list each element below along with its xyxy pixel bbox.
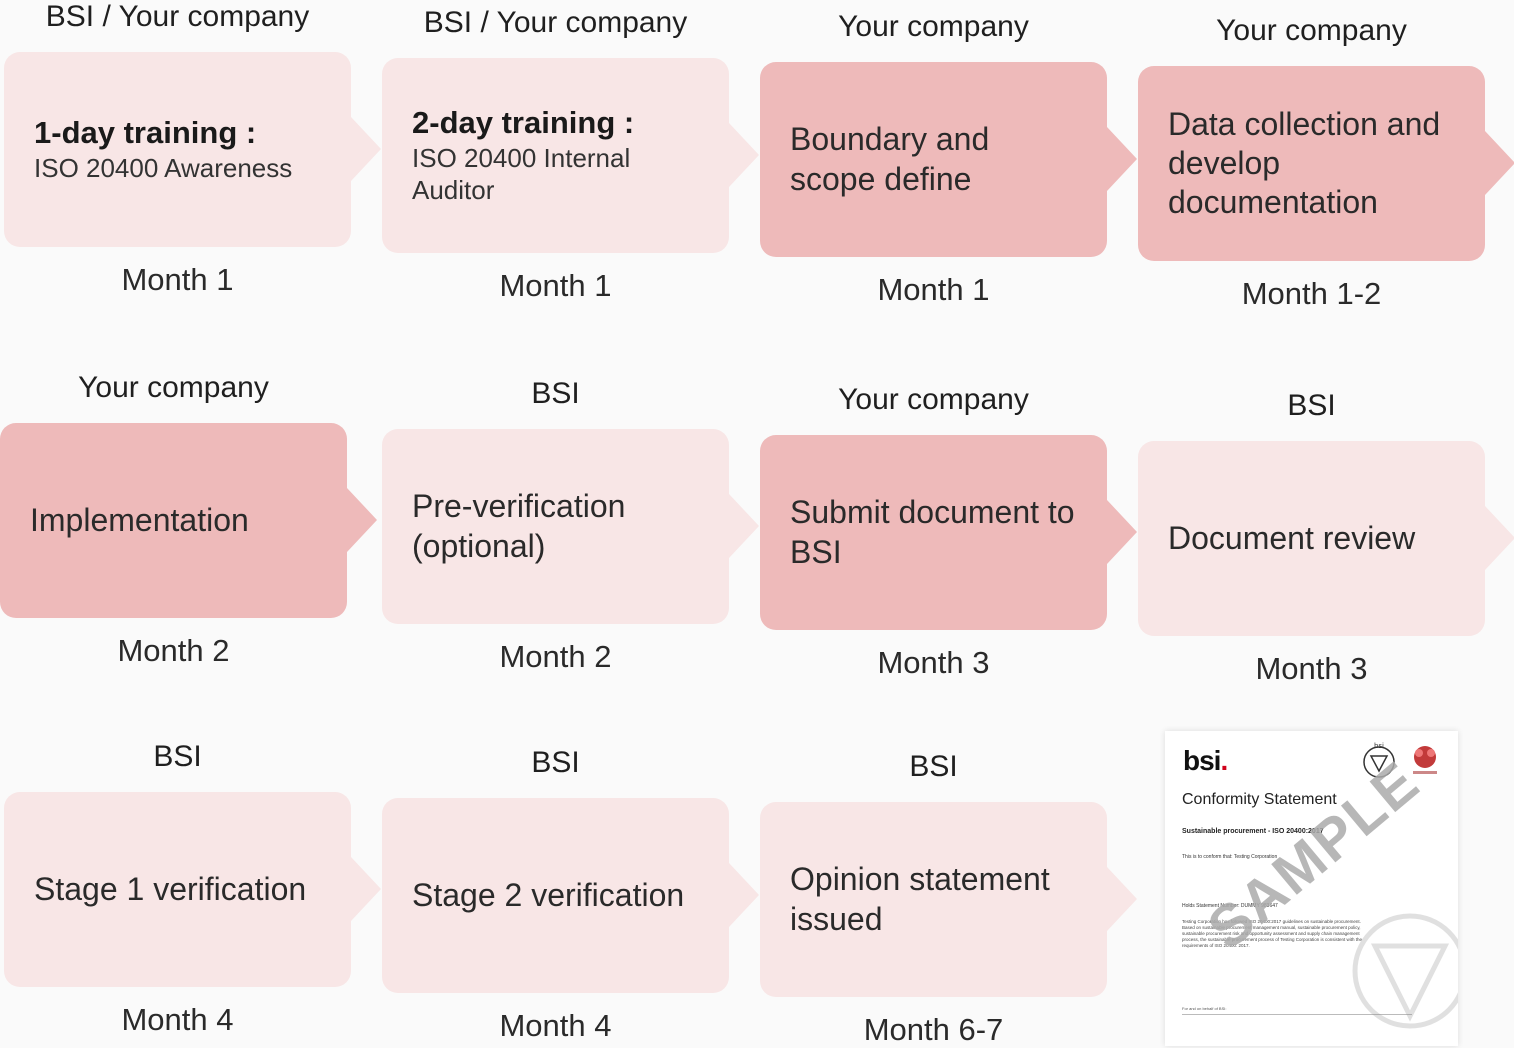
step-box: Boundary and scope define bbox=[760, 62, 1107, 257]
step-month: Month 1 bbox=[121, 262, 234, 297]
step-box: Opinion statement issued bbox=[760, 802, 1107, 997]
cert-conform: This is to conform that: Testing Corpora… bbox=[1182, 854, 1278, 860]
step-box: Implementation bbox=[0, 423, 347, 618]
step-month: Month 1 bbox=[877, 272, 990, 307]
step-title: Boundary and scope define bbox=[790, 121, 990, 197]
step-month: Month 4 bbox=[499, 1008, 612, 1043]
step-month: Month 3 bbox=[877, 645, 990, 680]
step-subtitle: ISO 20400 Awareness bbox=[34, 153, 293, 184]
step-owner: BSI / Your company bbox=[45, 0, 310, 33]
step-owner: Your company bbox=[838, 10, 1029, 43]
step-box: Stage 1 verification bbox=[4, 792, 351, 987]
svg-text:bsi: bsi bbox=[1374, 742, 1384, 750]
step-month: Month 1 bbox=[499, 268, 612, 303]
step-owner: BSI bbox=[909, 750, 958, 783]
step-box: 2-day training :ISO 20400 Internal Audit… bbox=[382, 58, 729, 253]
arrow-right-icon bbox=[351, 857, 381, 921]
step-title: Data collection and develop documentatio… bbox=[1168, 105, 1441, 221]
step-subtitle: ISO 20400 Internal Auditor bbox=[412, 142, 631, 206]
step-month: Month 6-7 bbox=[863, 1012, 1004, 1047]
bsi-logo: bsi. bbox=[1183, 745, 1228, 776]
step-title: Opinion statement issued bbox=[790, 861, 1050, 937]
step-title: Document review bbox=[1168, 519, 1416, 556]
step-box: Submit document to BSI bbox=[760, 435, 1107, 630]
step-box: Data collection and develop documentatio… bbox=[1138, 66, 1485, 261]
arrow-right-icon bbox=[1107, 127, 1137, 191]
step-owner: Your company bbox=[1216, 14, 1407, 47]
cert-title: Conformity Statement bbox=[1182, 791, 1337, 808]
step-title: Stage 1 verification bbox=[34, 870, 307, 907]
arrow-right-icon bbox=[1107, 500, 1137, 564]
step-title: Stage 2 verification bbox=[412, 876, 685, 913]
arrow-right-icon bbox=[729, 494, 759, 558]
step-month: Month 2 bbox=[499, 639, 612, 674]
step-month: Month 1-2 bbox=[1241, 276, 1382, 311]
step-owner: Your company bbox=[78, 371, 269, 404]
arrow-right-icon bbox=[1485, 506, 1514, 570]
step-owner: BSI bbox=[153, 740, 202, 773]
cert-body: Testing Corporation has followed ISO 204… bbox=[1182, 919, 1363, 948]
step-title-bold: 2-day training : bbox=[412, 105, 635, 141]
step-month: Month 4 bbox=[121, 1002, 234, 1037]
step-owner: BSI bbox=[1287, 389, 1336, 422]
step-title-bold: 1-day training : bbox=[34, 115, 257, 151]
signature-line bbox=[1182, 1014, 1412, 1015]
step-box: Stage 2 verification bbox=[382, 798, 729, 993]
step-month: Month 2 bbox=[117, 633, 230, 668]
arrow-right-icon bbox=[729, 123, 759, 187]
step-owner: Your company bbox=[838, 383, 1029, 416]
arrow-right-icon bbox=[1485, 131, 1514, 195]
ukas-crest-icon bbox=[1413, 746, 1437, 774]
kitemark-icon: bsi bbox=[1363, 742, 1395, 778]
step-owner: BSI bbox=[531, 377, 580, 410]
cert-signature: For and on behalf of BSI: bbox=[1182, 1006, 1227, 1011]
sample-certificate: bsi. bsi Conformity Statement Sustainabl… bbox=[1165, 731, 1458, 1046]
step-month: Month 3 bbox=[1255, 651, 1368, 686]
step-owner: BSI bbox=[531, 746, 580, 779]
step-title: Implementation bbox=[30, 501, 249, 538]
cert-number: Holds Statement Number: DUMMY 983647 bbox=[1182, 903, 1278, 909]
arrow-right-icon bbox=[729, 863, 759, 927]
cert-standard: Sustainable procurement - ISO 20400:2017 bbox=[1182, 828, 1324, 835]
step-box: Document review bbox=[1138, 441, 1485, 636]
step-owner: BSI / Your company bbox=[423, 6, 688, 39]
watermark-badge-icon bbox=[1352, 913, 1458, 1029]
step-box: 1-day training :ISO 20400 Awareness bbox=[4, 52, 351, 247]
arrow-right-icon bbox=[1107, 867, 1137, 931]
step-title: Pre-verification (optional) bbox=[412, 488, 626, 564]
arrow-right-icon bbox=[351, 117, 381, 181]
step-box: Pre-verification (optional) bbox=[382, 429, 729, 624]
step-title: Submit document to BSI bbox=[790, 494, 1075, 570]
arrow-right-icon bbox=[347, 488, 377, 552]
